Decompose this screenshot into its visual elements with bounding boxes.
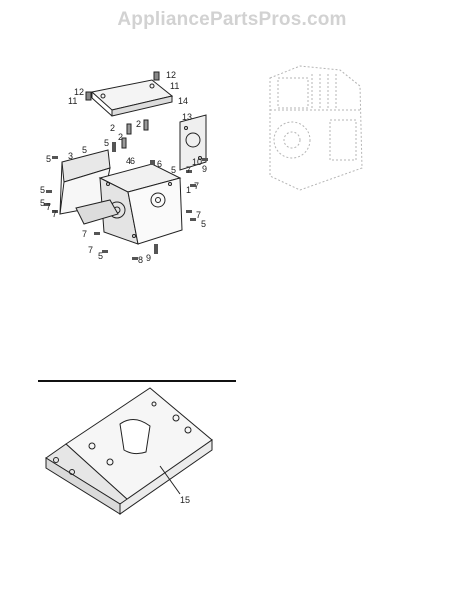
callout-5e: 5	[171, 165, 177, 175]
callout-2b: 2	[136, 119, 142, 129]
callout-7g: 7	[88, 245, 94, 255]
callout-6a: 6	[157, 159, 163, 169]
callout-7d: 7	[194, 181, 200, 191]
callout-5b: 5	[46, 154, 52, 164]
callout-11b: 11	[170, 81, 180, 91]
callout-10: 10	[192, 157, 203, 167]
callout-5g: 5	[201, 219, 207, 229]
callout-5d: 5	[40, 185, 46, 195]
callout-1: 1	[186, 185, 192, 195]
callout-8: 8	[138, 255, 144, 265]
bracket-bolts	[85, 71, 160, 101]
callout-5a: 5	[82, 145, 88, 155]
callout-4: 4	[126, 156, 132, 166]
callout-5h: 5	[98, 251, 104, 261]
studs	[121, 119, 149, 149]
callout-15: 15	[180, 495, 191, 505]
section-divider	[38, 380, 236, 382]
callout-6b: 6	[130, 156, 136, 166]
fasteners	[44, 142, 208, 260]
lower-plate	[45, 387, 213, 515]
callout-13: 13	[182, 112, 193, 122]
callout-12b: 12	[166, 70, 177, 80]
engine-outline	[269, 65, 363, 191]
watermark: AppliancePartsPros.com	[117, 9, 347, 30]
callout-11a: 11	[68, 96, 78, 106]
callout-5c: 5	[104, 138, 110, 148]
callout-2a: 2	[110, 123, 116, 133]
side-plate	[179, 114, 207, 171]
callout-7b: 7	[46, 202, 52, 212]
callout-14: 14	[178, 96, 189, 106]
top-bracket	[90, 79, 174, 117]
callout-7e: 7	[196, 210, 202, 220]
main-housing	[75, 163, 183, 245]
callout-9a: 9	[202, 164, 208, 174]
callout-7c: 7	[186, 165, 192, 175]
callout-12a: 12	[74, 87, 85, 97]
callout-3: 3	[68, 151, 74, 161]
callout-5f: 5	[40, 198, 46, 208]
callout-2c: 2	[118, 132, 124, 142]
callout-9b: 9	[146, 253, 152, 263]
callout-7a: 7	[52, 209, 58, 219]
callout-7f: 7	[82, 229, 88, 239]
